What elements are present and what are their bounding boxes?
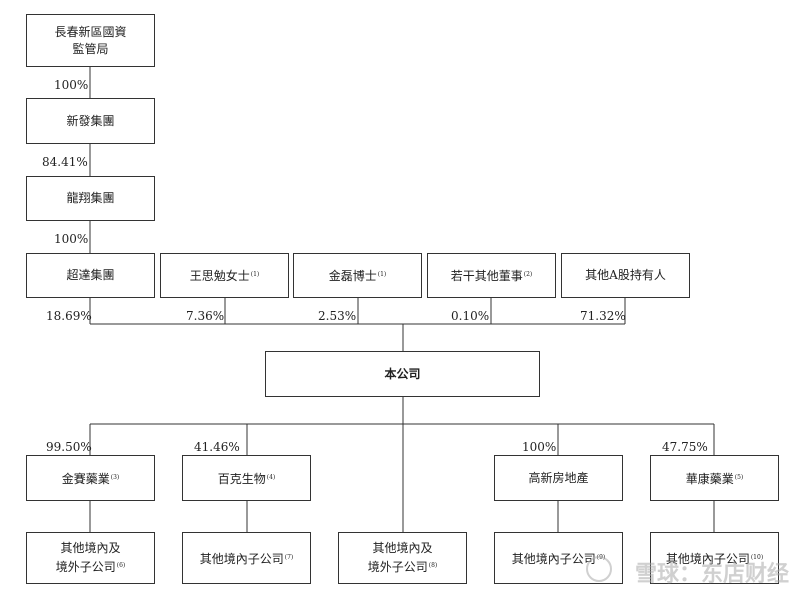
node-huakang-label: 華康藥業 <box>685 471 734 486</box>
node-sub6-line2: 境外子公司 <box>55 560 116 574</box>
node-wang-simian: 王思勉女士(1) <box>160 253 289 298</box>
pct-company-baike: 41.46% <box>194 440 240 454</box>
node-chaoda-label: 超達集團 <box>66 268 115 282</box>
node-sub8-line1: 其他境內及 <box>372 541 433 555</box>
pct-longxiang-chaoda: 100% <box>54 232 89 246</box>
node-longxiang-label: 龍翔集團 <box>66 191 115 205</box>
node-chaoda-group: 超達集團 <box>26 253 155 298</box>
node-other-subs-8: 其他境內及境外子公司(8) <box>338 532 467 584</box>
pct-company-gaoxin: 100% <box>522 440 557 454</box>
pct-changchun-xinfa: 100% <box>54 78 89 92</box>
node-sub10-label: 其他境內子公司 <box>665 551 750 566</box>
node-jinsai-pharma: 金賽藥業(3) <box>26 455 155 501</box>
pct-jin-company: 2.53% <box>318 309 357 323</box>
node-sub10-note: (10) <box>750 553 764 561</box>
watermark-text: 雪球：东店财经 <box>634 562 789 587</box>
node-other-subs-7: 其他境內子公司(7) <box>182 532 311 584</box>
node-jinsai-label: 金賽藥業 <box>61 471 110 486</box>
node-baike-label: 百克生物 <box>217 471 266 486</box>
pct-directors-company: 0.10% <box>451 309 490 323</box>
pct-company-jinsai: 99.50% <box>46 440 92 454</box>
node-sub6-note: (6) <box>116 562 126 569</box>
node-wang-label: 王思勉女士 <box>189 269 250 283</box>
node-a-holders-label: 其他A股持有人 <box>585 268 666 282</box>
node-xinfa-label: 新發集團 <box>66 113 115 128</box>
node-sub8-line2: 境外子公司 <box>367 560 428 574</box>
watermark-logo-icon <box>586 556 612 582</box>
pct-xinfa-longxiang: 84.41% <box>42 155 88 169</box>
node-jin-lei: 金磊博士(1) <box>293 253 422 298</box>
node-other-subs-6: 其他境內及境外子公司(6) <box>26 532 155 584</box>
node-sub7-label: 其他境內子公司 <box>199 551 284 566</box>
node-jinsai-note: (3) <box>110 473 120 481</box>
node-changchun-line2: 監管局 <box>72 41 109 56</box>
node-longxiang-group: 龍翔集團 <box>26 176 155 221</box>
node-xinfa-group: 新發集團 <box>26 98 155 144</box>
node-sub9-label: 其他境內子公司 <box>511 551 596 566</box>
pct-wang-company: 7.36% <box>186 309 225 323</box>
node-gaoxin-label: 高新房地產 <box>528 470 589 485</box>
node-baike-bio: 百克生物(4) <box>182 455 311 501</box>
node-sub6-line1: 其他境內及 <box>60 541 121 555</box>
node-other-subs-10: 其他境內子公司(10) <box>650 532 779 584</box>
node-sub7-note: (7) <box>284 553 294 561</box>
node-changchun-sasac: 長春新區國資監管局 <box>26 14 155 67</box>
pct-company-huakang: 47.75% <box>662 440 708 454</box>
node-huakang-note: (5) <box>734 473 744 481</box>
node-other-directors: 若干其他董事(2) <box>427 253 556 298</box>
node-directors-note: (2) <box>523 271 533 278</box>
node-company: 本公司 <box>265 351 540 397</box>
node-wang-note: (1) <box>250 271 260 278</box>
node-company-label: 本公司 <box>384 366 421 381</box>
pct-a-holders-company: 71.32% <box>580 309 626 323</box>
node-changchun-line1: 長春新區國資 <box>54 24 127 39</box>
node-baike-note: (4) <box>266 473 276 481</box>
pct-chaoda-company: 18.69% <box>46 309 92 323</box>
node-gaoxin-realestate: 高新房地產 <box>494 455 623 501</box>
node-jin-note: (1) <box>377 271 387 278</box>
node-jin-label: 金磊博士 <box>328 269 377 283</box>
node-other-a-shareholders: 其他A股持有人 <box>561 253 690 298</box>
node-sub8-note: (8) <box>428 562 438 569</box>
node-directors-label: 若干其他董事 <box>450 269 523 283</box>
node-huakang-pharma: 華康藥業(5) <box>650 455 779 501</box>
